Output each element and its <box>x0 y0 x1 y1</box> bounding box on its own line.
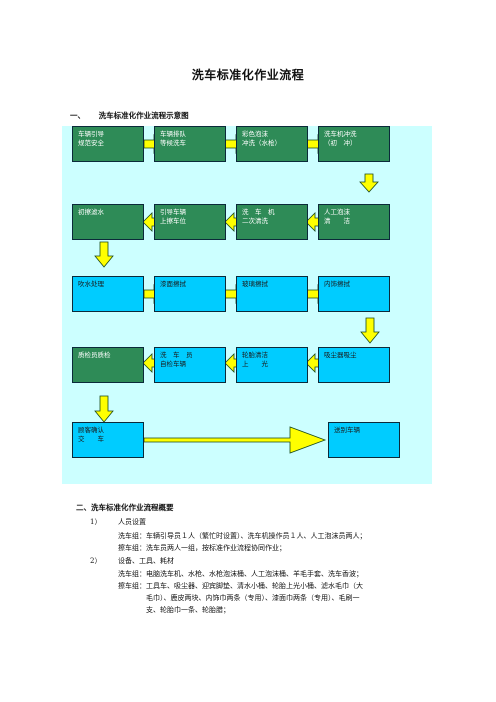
step-text: 人工泡沫 <box>324 208 350 216</box>
step-manual-foam: 人工泡沫 清 洁 <box>318 204 390 240</box>
step-text: 冲洗（水枪） <box>242 139 281 147</box>
step-text: 清 洁 <box>324 217 350 225</box>
step-customer-confirm: 顾客确认 交 车 <box>72 422 144 458</box>
step-text: 洗车机冲洗 <box>324 130 357 138</box>
step-initial-wipe: 初擦滤水 <box>72 204 144 240</box>
item1-line: 擦车组：洗车员两人一组，按标准作业流程协同作业； <box>118 544 286 552</box>
step-text: 漆面擦拭 <box>160 280 186 288</box>
step-text: （初 冲） <box>324 139 357 147</box>
flow-arrows <box>94 134 380 454</box>
arrow-down-4 <box>94 395 114 423</box>
arrow-down-2 <box>94 241 114 268</box>
step-paint-wipe: 漆面擦拭 <box>154 276 226 312</box>
step-text: 质检员质检 <box>78 351 111 359</box>
step-machine-second-wash: 洗 车 机 二次清洗 <box>236 204 308 240</box>
item2-line: 支、轮胎巾一条、轮胎腊； <box>146 606 230 614</box>
step-text: 玻璃擦拭 <box>242 280 268 288</box>
step-text: 引导车辆 <box>160 208 186 216</box>
step-interior-wipe: 内饰擦拭 <box>318 276 390 312</box>
section2-heading: 二、洗车标准化作业流程概要 <box>76 503 174 512</box>
step-quality-check: 质检员质检 <box>72 347 144 383</box>
step-text: 二次清洗 <box>242 217 268 225</box>
step-text: 等候洗车 <box>160 139 186 147</box>
step-send-off: 送别车辆 <box>328 422 400 458</box>
step-text: 吹水处理 <box>78 280 104 288</box>
step-text: 洗 车 机 <box>242 208 275 216</box>
arrow-down-1 <box>359 173 379 193</box>
step-text: 送别车辆 <box>334 426 360 434</box>
step-text: 洗 车 员 <box>160 351 193 359</box>
step-text: 规范安全 <box>78 139 104 147</box>
step-vacuum: 吸尘器吸尘 <box>318 347 390 383</box>
arrow-long <box>143 426 327 454</box>
step-glass-wipe: 玻璃擦拭 <box>236 276 308 312</box>
step-text: 内饰擦拭 <box>324 280 350 288</box>
section1-heading: 一、 洗车标准化作业流程示意图 <box>70 110 189 121</box>
step-text: 顾客确认 <box>78 426 104 434</box>
item2-line: 毛巾）、鹿皮两块、内饰巾两条（专用）、漆面巾两条（专用）、毛刷一 <box>146 594 360 602</box>
item1-heading: 人员设置 <box>118 518 146 526</box>
step-self-check: 洗 车 员 自检车辆 <box>154 347 226 383</box>
item1-line: 洗车组：车辆引导员１人（繁忙时设置）、洗车机操作员１人、人工泡沫员两人； <box>118 532 367 540</box>
step-text: 车辆引导 <box>78 130 104 138</box>
step-text: 交 车 <box>78 435 104 443</box>
page-title: 洗车标准化作业流程 <box>191 68 305 82</box>
step-blow-dry: 吹水处理 <box>72 276 144 312</box>
step-text: 自检车辆 <box>160 360 186 368</box>
step-vehicle-guidance: 车辆引导 规范安全 <box>72 126 144 162</box>
step-guide-to-wiping: 引导车辆 上擦车位 <box>154 204 226 240</box>
section1-number: 一、 <box>70 111 85 120</box>
step-text: 上擦车位 <box>160 217 186 225</box>
section1-title: 洗车标准化作业流程示意图 <box>98 111 189 120</box>
flow-diagram: 车辆引导 规范安全 车辆排队 等候洗车 彩色泡沫 冲洗（水枪） 洗车机冲洗 （初… <box>62 126 432 484</box>
step-tire-clean: 轮胎清洁 上 光 <box>236 347 308 383</box>
item1-number: 1） <box>90 518 102 526</box>
step-text: 彩色泡沫 <box>242 130 268 138</box>
item2-number: 2） <box>90 557 102 565</box>
step-machine-first-wash: 洗车机冲洗 （初 冲） <box>318 126 390 162</box>
item2-heading: 设备、工具、耗材 <box>118 557 174 565</box>
step-queue: 车辆排队 等候洗车 <box>154 126 226 162</box>
step-text: 上 光 <box>242 360 268 368</box>
step-text: 吸尘器吸尘 <box>324 351 357 359</box>
step-text: 初擦滤水 <box>78 208 104 216</box>
step-color-foam-rinse: 彩色泡沫 冲洗（水枪） <box>236 126 308 162</box>
item2-line: 洗车组：电脑洗车机、水枪、水枪泡沫桶、人工泡沫桶、羊毛手套、洗车香波； <box>118 570 363 578</box>
arrow-down-3 <box>360 317 380 344</box>
item2-line: 擦车组：工具车、吸尘器、迎宾脚垫、清水小桶、轮胎上光小桶、滤水毛巾（大 <box>118 582 363 590</box>
step-text: 轮胎清洁 <box>242 351 268 359</box>
step-text: 车辆排队 <box>160 130 186 138</box>
